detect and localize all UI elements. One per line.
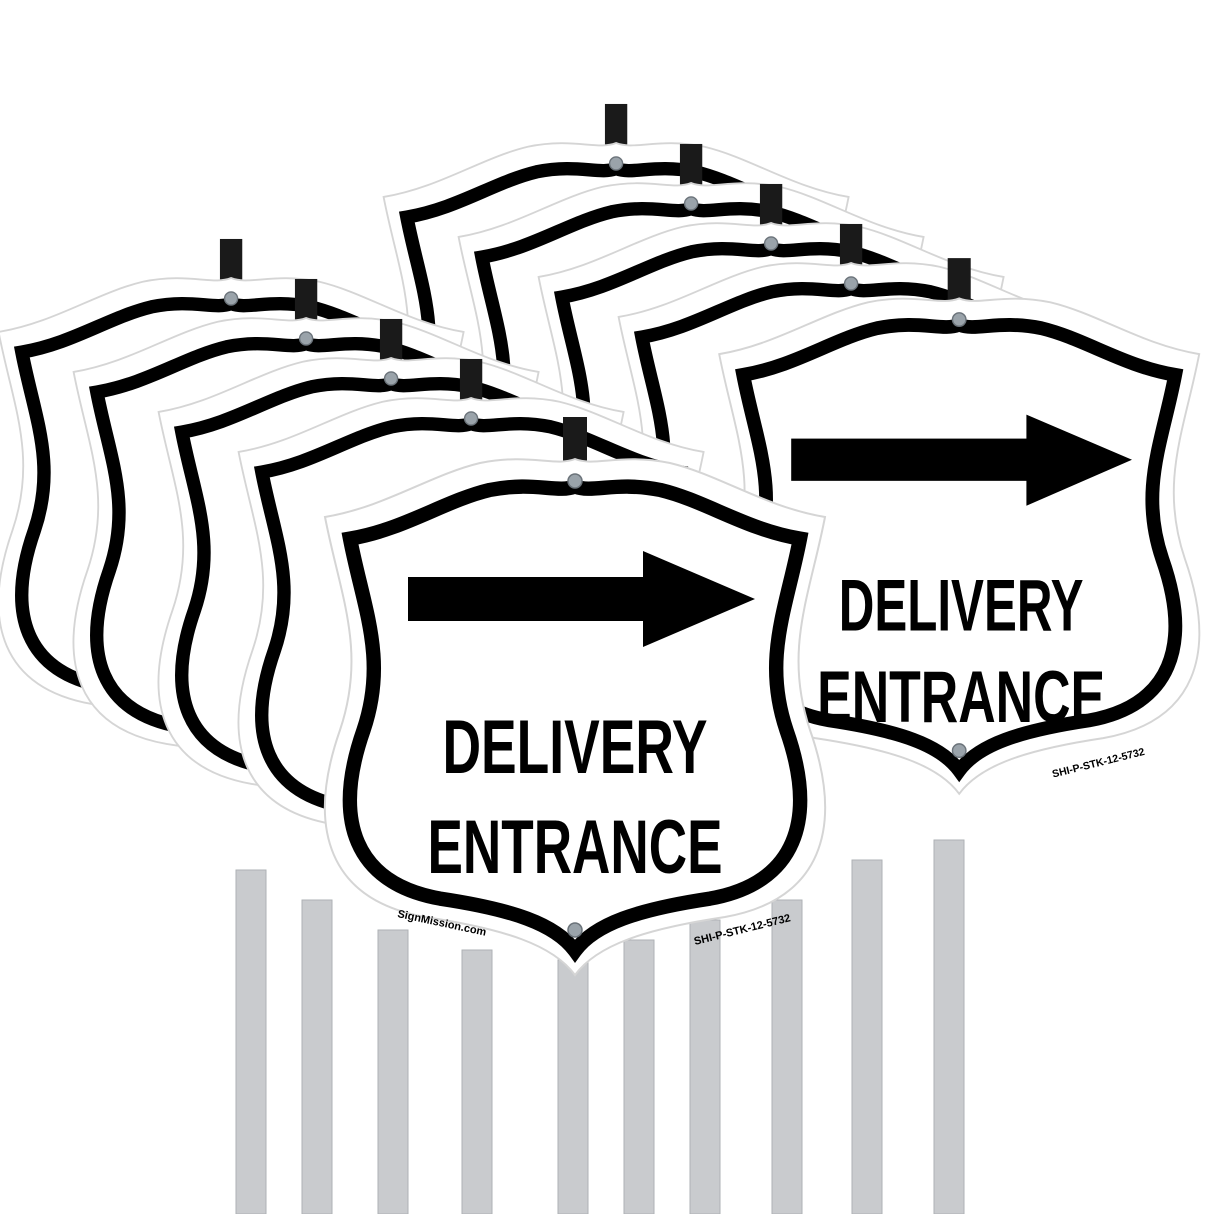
stake	[851, 859, 883, 1214]
stake	[461, 949, 493, 1214]
stake	[301, 899, 333, 1214]
sign-line1: DELIVERY	[443, 705, 708, 790]
stake	[771, 899, 803, 1214]
sign-line1: DELIVERY	[839, 566, 1084, 647]
sku-label: SHI-P-STK-12-5732	[1051, 746, 1146, 781]
stake	[557, 959, 589, 1214]
sign-line2: ENTRANCE	[817, 657, 1105, 738]
stake	[235, 869, 267, 1214]
arrow-right-icon	[791, 414, 1132, 506]
stake	[933, 839, 965, 1214]
stake	[377, 929, 409, 1214]
stakes	[235, 839, 965, 1214]
stake	[623, 939, 655, 1214]
sign-front: DELIVERY ENTRANCE SignMission.com SHI-P-…	[325, 417, 825, 975]
stake	[689, 919, 721, 1214]
sign-line2: ENTRANCE	[428, 805, 723, 890]
arrow-right-icon	[408, 551, 755, 647]
